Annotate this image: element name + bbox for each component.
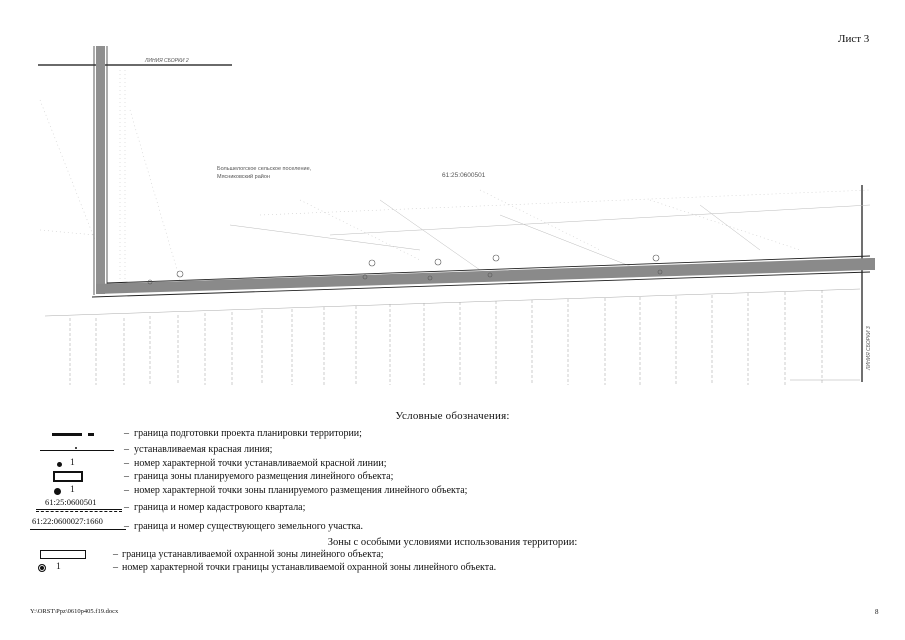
right-line-label: ЛИНИЯ СБОРКИ 3 <box>866 326 872 371</box>
top-line-label: ЛИНИЯ СБОРКИ 2 <box>144 58 189 64</box>
settlement-label: Большелогское сельское поселение, <box>217 166 312 172</box>
page-number: 8 <box>875 608 879 616</box>
protection-zone-symbol <box>30 549 130 563</box>
legend-item: – граница зоны планируемого размещения л… <box>0 471 905 485</box>
zone-item: 1 – номер характерной точки границы уста… <box>0 562 905 576</box>
boundary-dashed-symbol <box>30 428 130 442</box>
red-line-symbol <box>30 444 130 458</box>
protection-zone-point-symbol: 1 <box>30 562 130 576</box>
land-plot-symbol: 61:22:0600027:1660 <box>30 516 130 532</box>
sheet-label: Лист 3 <box>838 33 870 45</box>
legend-item: 1 – номер характерной точки устанавливае… <box>0 458 905 472</box>
quarter-label: 61:25:0600501 <box>442 172 486 179</box>
legend-item: 61:22:0600027:1660 – граница и номер сущ… <box>30 516 363 532</box>
legend-item: 1 – номер характерной точки зоны планиру… <box>0 485 905 499</box>
legend-title: Условные обозначения: <box>395 410 510 422</box>
zone-boundary-symbol <box>30 471 130 485</box>
legend-item: – граница подготовки проекта планировки … <box>0 428 905 442</box>
red-line-point-symbol: 1 <box>30 458 130 472</box>
district-label: Мясниковский район <box>217 173 270 180</box>
zone-item: – граница устанавливаемой охранной зоны … <box>0 549 905 563</box>
cadastral-quarter-symbol: 61:25:0600501 <box>30 497 130 515</box>
site-plan-map: ЛИНИЯ СБОРКИ 2 ЛИНИЯ СБОРКИ 3 <box>38 46 875 385</box>
file-path: Y:\ORST\Ppz\0610p405.f19.docx <box>30 608 119 615</box>
legend-item: 61:25:0600501 – граница и номер кадастро… <box>0 497 905 515</box>
legend-item: – устанавливаемая красная линия; <box>0 444 905 458</box>
zone-point-symbol: 1 <box>30 485 130 499</box>
zones-title: Зоны с особыми условиями использования т… <box>327 537 578 548</box>
